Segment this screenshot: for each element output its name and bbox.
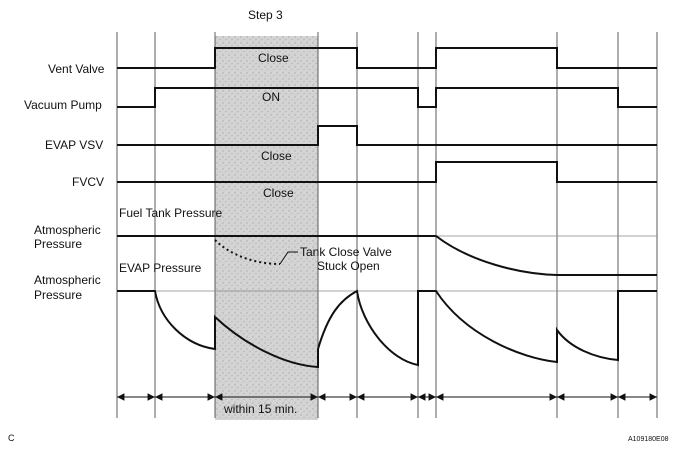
vacuum-pump-waveform bbox=[117, 87, 657, 108]
evap-vsv-label: EVAP VSV bbox=[45, 138, 103, 152]
evap-ref-label-2: Pressure bbox=[34, 288, 82, 302]
vent-valve-label: Vent Valve bbox=[48, 62, 105, 76]
time-division-lines bbox=[116, 32, 658, 418]
figure-id: A109180E08 bbox=[628, 436, 669, 443]
fvcv-waveform bbox=[117, 161, 657, 183]
evap-vsv-waveform bbox=[117, 125, 657, 146]
evap-pressure-label: EVAP Pressure bbox=[119, 261, 202, 275]
fuel-tank-ref-label-2: Pressure bbox=[34, 237, 82, 251]
vacuum-pump-state-label: ON bbox=[262, 90, 280, 104]
evap-pressure-trace bbox=[117, 289, 657, 369]
step-3-shaded-region bbox=[215, 36, 318, 420]
fvcv-state-label: Close bbox=[263, 186, 294, 200]
annotation-line-1: Tank Close Valve bbox=[300, 245, 392, 259]
annotation-line-2: Stuck Open bbox=[317, 259, 380, 273]
fuel-tank-pressure-label: Fuel Tank Pressure bbox=[119, 206, 222, 220]
timing-arrows bbox=[116, 393, 658, 401]
evap-vsv-state-label: Close bbox=[261, 149, 292, 163]
annotation-leader-line bbox=[279, 251, 298, 265]
timing-label: within 15 min. bbox=[223, 402, 297, 416]
fuel-tank-pressure-trace bbox=[117, 235, 657, 276]
step-label: Step 3 bbox=[248, 8, 283, 22]
vacuum-pump-label: Vacuum Pump bbox=[24, 98, 102, 112]
fuel-tank-stuck-open-trace bbox=[214, 239, 281, 265]
vent-valve-state-label: Close bbox=[258, 51, 289, 65]
vent-valve-waveform bbox=[117, 47, 657, 69]
fuel-tank-ref-label-1: Atmospheric bbox=[34, 223, 101, 237]
evap-ref-label-1: Atmospheric bbox=[34, 273, 101, 287]
footer-left-mark: C bbox=[8, 433, 15, 443]
fvcv-label: FVCV bbox=[72, 175, 104, 189]
